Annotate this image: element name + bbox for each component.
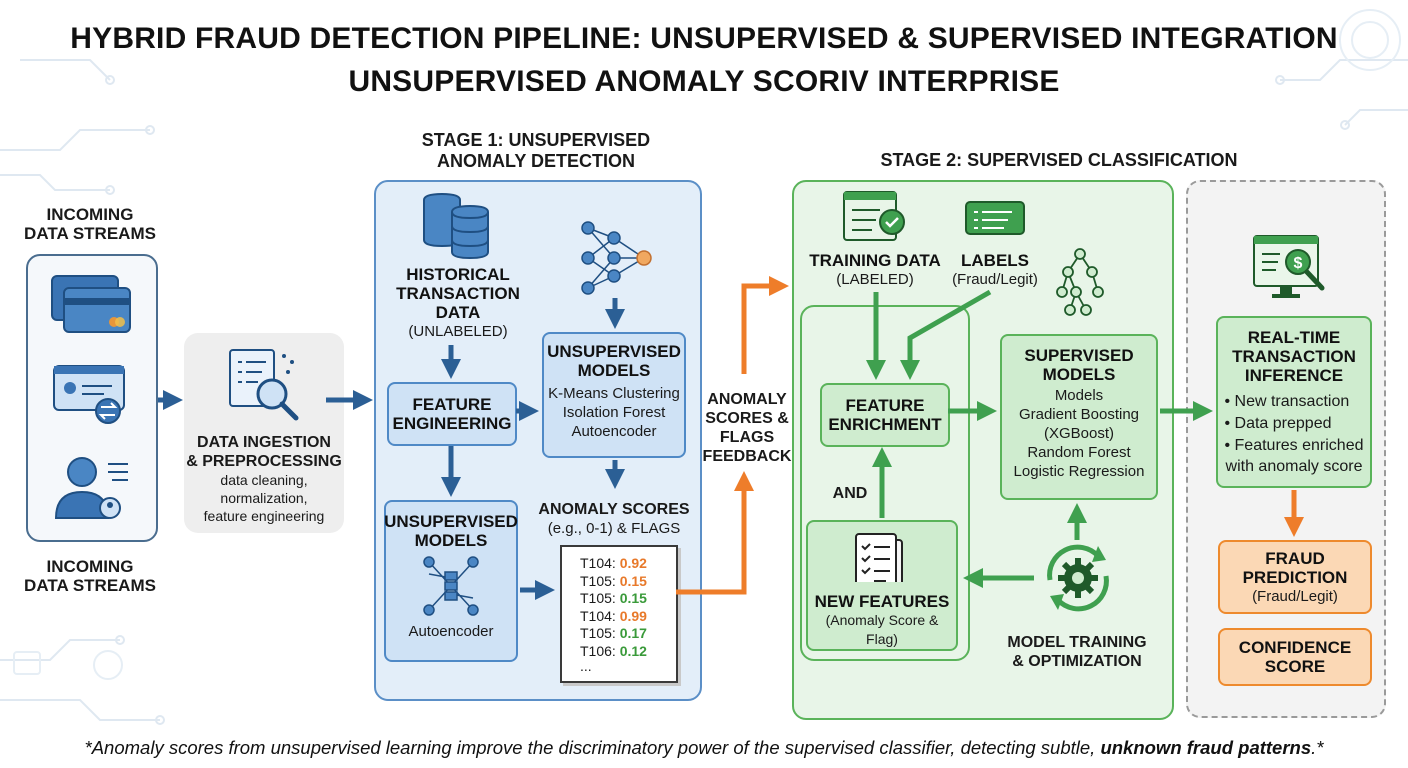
page-title: HYBRID FRAUD DETECTION PIPELINE: UNSUPER… [70, 22, 1338, 55]
stage2-title: STAGE 2: SUPERVISED CLASSIFICATION [880, 150, 1238, 170]
score-id: T105: [580, 625, 620, 641]
feedback-label: ANOMALY SCORES & FLAGS FEEDBACK [702, 391, 792, 465]
unsupervised-models-bottom-box: UNSUPERVISED MODELS Autoencoder [384, 500, 518, 662]
score-row: T104: 0.92 [580, 555, 676, 573]
score-value: 0.15 [619, 572, 647, 589]
scores-more: ... [580, 658, 592, 674]
incoming-streams-panel [26, 254, 158, 542]
document-search-icon [229, 349, 299, 421]
enrichment-subpanel [800, 305, 970, 661]
score-value: 0.17 [619, 625, 647, 641]
database-icon [423, 192, 489, 260]
incoming-icons [51, 275, 131, 519]
score-row: T106: 0.12 [580, 643, 676, 661]
ingestion-description: data cleaning, normalization, feature en… [203, 472, 325, 524]
score-value: 0.99 [619, 607, 647, 624]
gear-cycle-icon [1047, 544, 1109, 612]
training-data-icon [843, 191, 905, 241]
confidence-score-box: CONFIDENCE SCORE [1218, 628, 1372, 686]
score-row: T104: 0.99 [580, 608, 676, 626]
realtime-inference-box: REAL-TIME TRANSACTION INFERENCE New tran… [1216, 316, 1372, 488]
checklist-icon [855, 533, 903, 582]
score-id: T104: [580, 607, 620, 624]
feature-enrichment-box: FEATURE ENRICHMENT [820, 383, 950, 447]
fraud-prediction-box: FRAUD PREDICTION (Fraud/Legit) [1218, 540, 1372, 614]
incoming-top-label: INCOMING DATA STREAMS [24, 205, 156, 243]
score-id: T105: [580, 590, 620, 606]
neural-network-icon [581, 221, 652, 295]
page-subtitle: UNSUPERVISED ANOMALY SCORIV INTERPRISE [348, 65, 1060, 98]
credit-card-icon [51, 275, 131, 333]
stage1-title: STAGE 1: UNSUPERVISED ANOMALY DETECTION [421, 130, 651, 171]
new-features-box: NEW FEATURES (Anomaly Score & Flag) [806, 520, 958, 651]
score-value: 0.92 [619, 555, 647, 571]
and-label: AND [832, 485, 868, 502]
arrow-feedback-up [676, 471, 754, 595]
ingestion-title: DATA INGESTION & PREPROCESSING [186, 434, 342, 470]
svg-text:$: $ [1294, 255, 1303, 272]
historical-data-label: HISTORICAL TRANSACTION DATA (UNLABELED) [396, 265, 520, 340]
labels-label: LABELS (Fraud/Legit) [952, 251, 1038, 288]
unsupervised-models-top-box: UNSUPERVISED MODELS K-Means Clustering I… [542, 332, 686, 458]
anomaly-scores-title: ANOMALY SCORES (e.g., 0-1) & FLAGS [538, 501, 690, 537]
model-training-label: MODEL TRAINING & OPTIMIZATION [1007, 634, 1147, 670]
inference-bullets: New transaction Data prepped Features en… [1224, 391, 1364, 457]
score-value: 0.15 [619, 590, 647, 606]
transfer-icon [53, 365, 125, 424]
score-row: T105: 0.17 [580, 625, 676, 643]
labels-icon [965, 201, 1025, 235]
score-row: T105: 0.15 [580, 573, 676, 591]
score-value: 0.12 [619, 642, 647, 659]
arrow-feedback-top [741, 276, 789, 374]
arrow-labels-to-enrichment [900, 289, 992, 380]
feature-engineering-box: FEATURE ENGINEERING [387, 382, 517, 446]
training-data-label: TRAINING DATA (LABELED) [809, 251, 941, 288]
incoming-bottom-label: INCOMING DATA STREAMS [24, 557, 156, 595]
user-profile-icon [54, 457, 128, 519]
decision-tree-icon [1056, 248, 1104, 316]
autoencoder-icon [423, 556, 479, 616]
score-id: T104: [580, 555, 620, 571]
footnote: *Anomaly scores from unsupervised learni… [84, 737, 1324, 758]
monitor-dollar-icon: $ [1253, 235, 1325, 298]
score-id: T106: [580, 642, 620, 659]
score-row: T105: 0.15 [580, 590, 676, 608]
score-id: T105: [580, 572, 620, 589]
supervised-models-box: SUPERVISED MODELS Models Gradient Boosti… [1000, 334, 1158, 500]
